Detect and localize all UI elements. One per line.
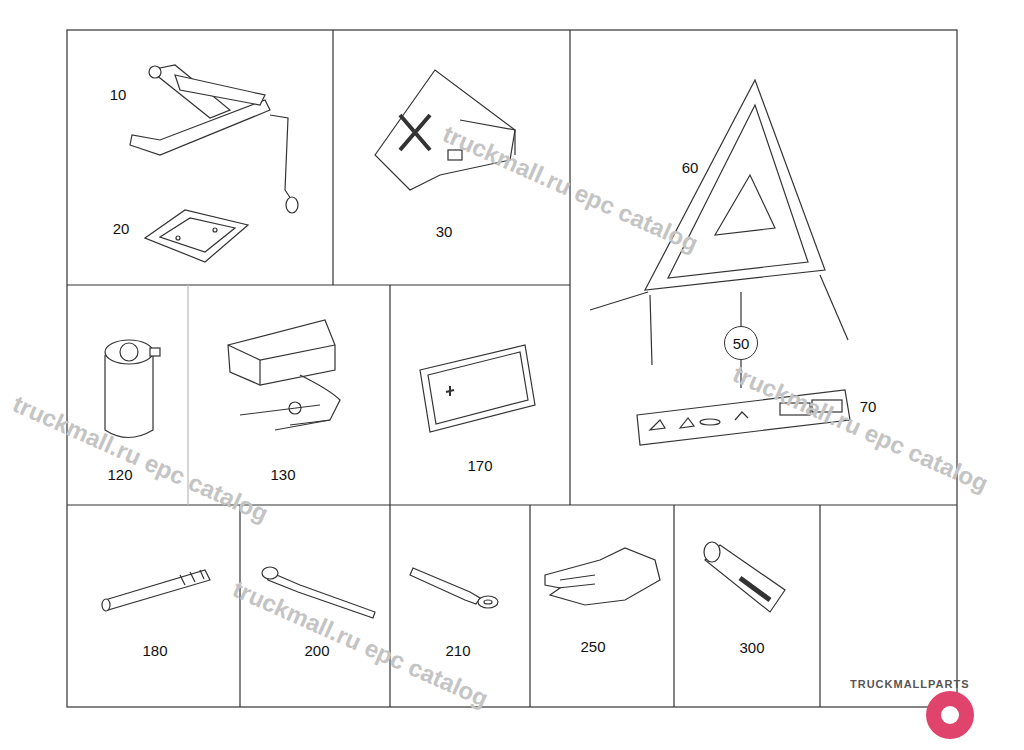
- callout-number: 50: [733, 335, 750, 352]
- callout-number: 200: [302, 643, 331, 660]
- torch: [704, 542, 785, 612]
- compressor: [228, 320, 340, 430]
- callout-number: 250: [578, 639, 607, 656]
- callout-number: 180: [140, 643, 169, 660]
- callout-number: 70: [858, 399, 879, 416]
- callout-circle: 50: [724, 326, 758, 360]
- bolt-extension: [102, 570, 210, 611]
- warning-triangle: [590, 80, 848, 388]
- logo-text: TRUCKMALLPARTS: [850, 678, 970, 690]
- jack-pad: [145, 210, 248, 262]
- callout-number: 130: [268, 467, 297, 484]
- first-aid-kit: [420, 345, 535, 432]
- logo-gear: [926, 691, 974, 739]
- gloves: [545, 548, 660, 605]
- jack: [130, 65, 298, 213]
- grid: [67, 30, 957, 707]
- callout-number: 300: [737, 640, 766, 657]
- callout-number: 10: [108, 87, 129, 104]
- callout-number: 170: [465, 458, 494, 475]
- callout-number: 60: [680, 160, 701, 177]
- callout-number: 30: [434, 224, 455, 241]
- callout-number: 120: [105, 467, 134, 484]
- callout-number: 210: [443, 643, 472, 660]
- callout-number: 20: [111, 221, 132, 238]
- compressor-bottle: [105, 340, 160, 438]
- towing-eye: [410, 568, 498, 608]
